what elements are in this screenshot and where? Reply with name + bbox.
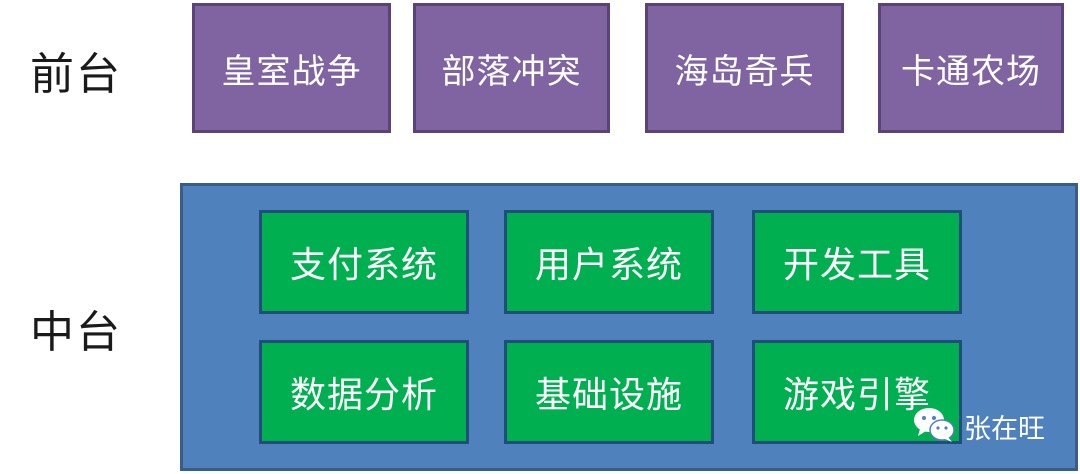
service-dev-tools: 开发工具 [752,210,962,314]
wechat-icon [912,405,956,447]
middle-platform-panel: 支付系统 用户系统 开发工具 数据分析 基础设施 游戏引擎 [180,183,1078,471]
label-front: 前台 [30,49,122,100]
service-data-analysis: 数据分析 [259,340,469,444]
front-item-clash-royale: 皇室战争 [192,3,391,133]
label-middle: 中台 [30,307,122,358]
front-item-boom-beach: 海岛奇兵 [645,3,844,133]
service-user: 用户系统 [504,210,714,314]
front-item-clash-of-clans: 部落冲突 [413,3,610,133]
front-item-hay-day: 卡通农场 [878,3,1064,133]
watermark: 张在旺 [912,404,1045,448]
service-payment: 支付系统 [259,210,469,314]
watermark-text: 张在旺 [964,413,1045,445]
service-infrastructure: 基础设施 [504,340,714,444]
